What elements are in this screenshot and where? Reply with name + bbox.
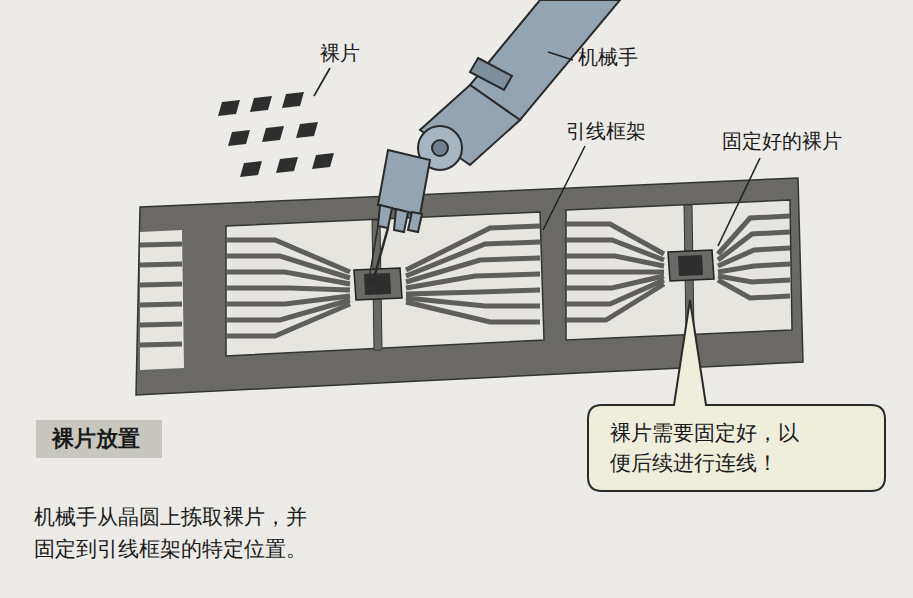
callout-bubble: 裸片需要固定好，以 便后续进行连线！	[588, 405, 885, 491]
caption: 机械手从晶圆上拣取裸片，并 固定到引线框架的特定位置。	[34, 502, 324, 565]
bubble-shape	[588, 300, 885, 491]
bubble-outline	[588, 405, 885, 491]
part-label: 裸片	[320, 40, 360, 67]
bare-dies	[218, 92, 334, 177]
section-title: 裸片放置	[36, 420, 162, 458]
lead-frame	[136, 178, 803, 395]
part-label: 固定好的裸片	[722, 128, 842, 155]
leader-lines	[314, 52, 760, 246]
callout-text: 裸片需要固定好，以 便后续进行连线！	[610, 418, 810, 479]
part-label: 机械手	[578, 44, 638, 71]
part-label: 引线框架	[566, 118, 646, 145]
